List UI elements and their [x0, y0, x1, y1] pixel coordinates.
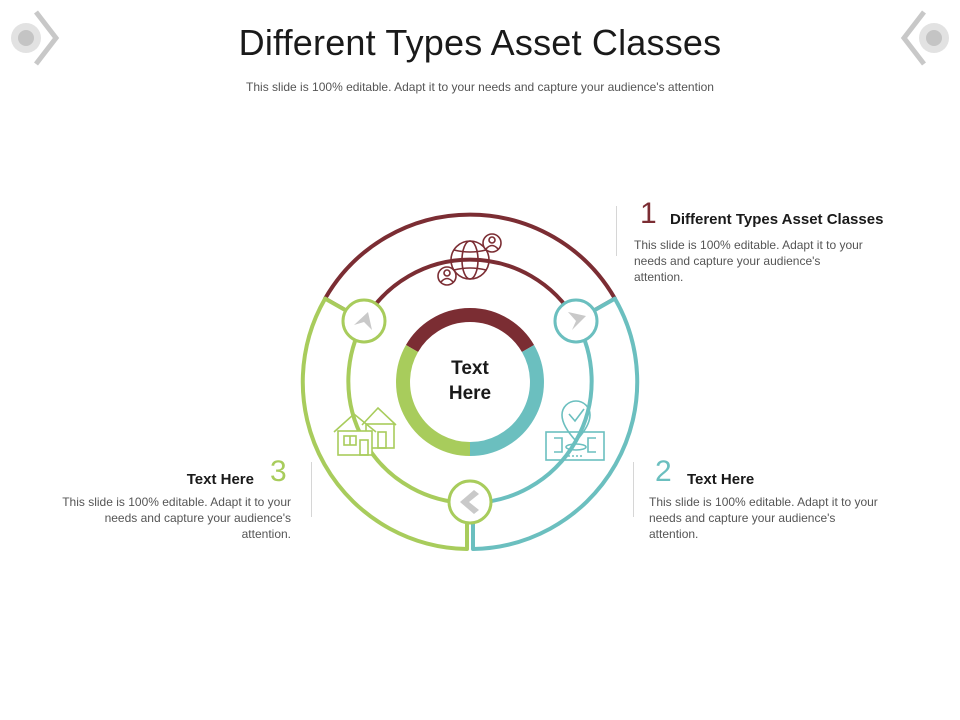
connector-arrow-left	[447, 479, 493, 525]
inner-arc-3	[396, 345, 471, 456]
outer-segment-1	[323, 212, 617, 323]
center-label-line2: Here	[448, 383, 492, 404]
prev-slide-button[interactable]	[4, 8, 62, 68]
globe-users-icon	[437, 233, 502, 286]
item-number-3: 3	[270, 455, 287, 488]
connector-arrow-up-left	[341, 298, 387, 344]
prev-slide-icon	[11, 10, 60, 66]
location-check-map-icon	[545, 400, 605, 461]
item-body-3: This slide is 100% editable. Adapt it to…	[62, 495, 291, 541]
next-slide-button[interactable]	[898, 8, 956, 68]
inner-arc-2	[469, 345, 544, 456]
center-label: Text Here	[420, 356, 520, 406]
divider-line-2	[633, 462, 634, 517]
item-number-1: 1	[640, 197, 657, 230]
center-label-line1: Text	[451, 358, 489, 379]
item-title-2: Text Here	[687, 471, 755, 488]
connector-arrow-down-right	[553, 298, 599, 344]
slide-subtitle: This slide is 100% editable. Adapt it to…	[246, 80, 714, 94]
item-number-2: 2	[655, 455, 672, 488]
divider-line-1	[616, 206, 617, 256]
divider-line-3	[311, 462, 312, 517]
next-slide-icon	[900, 10, 949, 66]
item-title-3: Text Here	[186, 471, 254, 488]
item-title-1: Different Types Asset Classes	[670, 211, 884, 228]
slide-title: Different Types Asset Classes	[238, 22, 722, 63]
item-body-2: This slide is 100% editable. Adapt it to…	[649, 495, 878, 541]
inner-arc-1	[405, 308, 535, 353]
item-body-1: This slide is 100% editable. Adapt it to…	[634, 238, 863, 284]
outer-segment-2	[471, 296, 640, 551]
houses-icon	[333, 406, 397, 456]
outer-segment-3	[300, 296, 469, 551]
